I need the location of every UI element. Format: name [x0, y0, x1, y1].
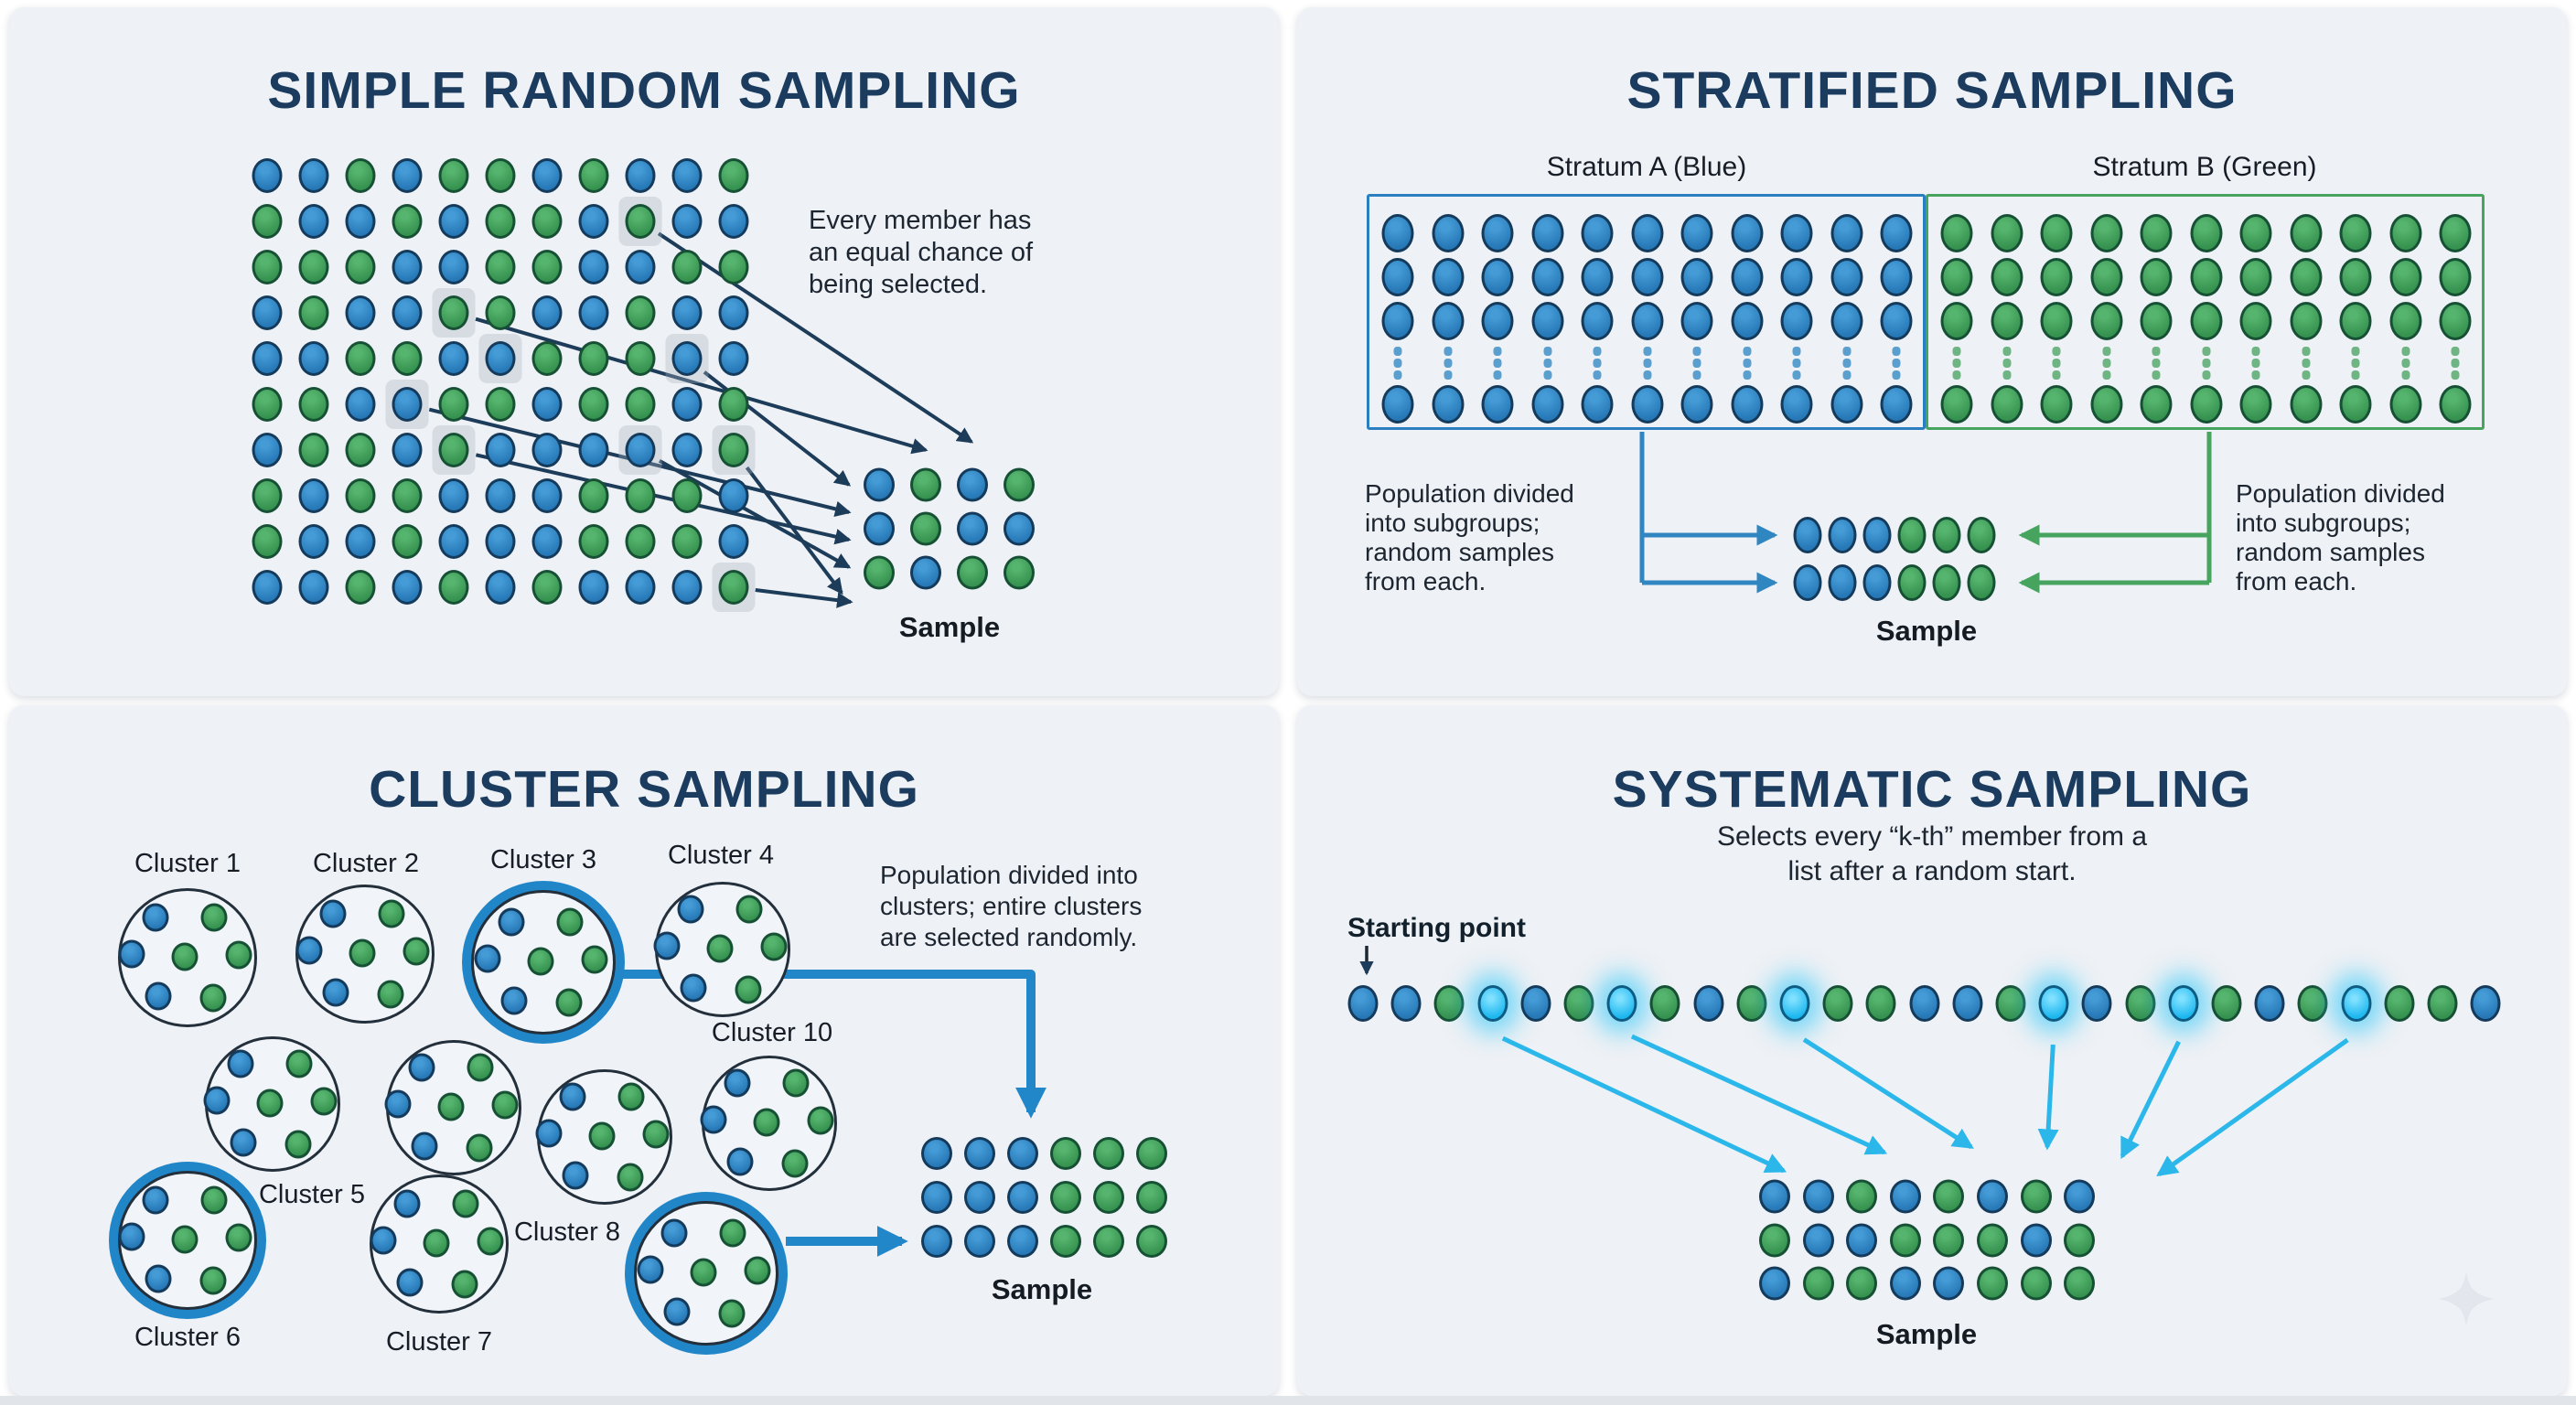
watermark-sparkle-icon [2439, 1271, 2494, 1326]
stratum-a-label: Stratum A (Blue) [1546, 152, 1747, 182]
stratum-a-box [1367, 194, 1926, 430]
simple-random-title: SIMPLE RANDOM SAMPLING [267, 61, 1021, 120]
simple-random-description: Every member has an equal chance of bein… [809, 206, 1034, 299]
stratum-b-label: Stratum B (Green) [2092, 152, 2317, 182]
cluster-description: Population divided into clusters; entire… [880, 861, 1143, 951]
simple-random-sample-label: Sample [898, 611, 1001, 643]
systematic-sample-label: Sample [1875, 1318, 1978, 1350]
stratified-title: STRATIFIED SAMPLING [1626, 61, 2238, 120]
stratified-right-text: Population divided into subgroups; rando… [2236, 479, 2445, 595]
cluster-sample-label: Sample [991, 1273, 1093, 1305]
stratified-left-text: Population divided into subgroups; rando… [1365, 479, 1574, 595]
stratified-sample-label: Sample [1875, 615, 1978, 647]
bottom-strip [0, 1396, 2576, 1405]
systematic-subtitle: Selects every “k-th” member from a list … [1716, 821, 2148, 886]
systematic-title: SYSTEMATIC SAMPLING [1612, 760, 2252, 819]
stratum-b-box [1926, 194, 2485, 430]
starting-point-label: Starting point [1347, 913, 1526, 943]
cluster-title: CLUSTER SAMPLING [369, 760, 919, 819]
